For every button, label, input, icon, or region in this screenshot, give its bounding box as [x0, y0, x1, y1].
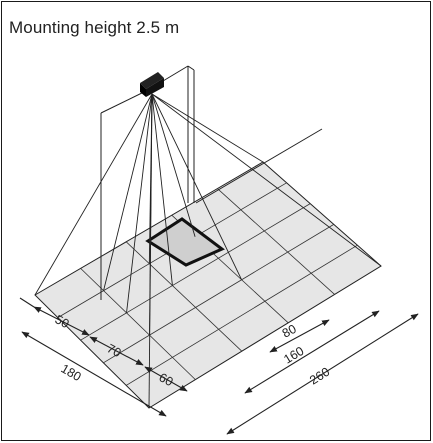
dim-label-180: 180	[59, 361, 84, 384]
floor-grid-line	[80, 268, 196, 380]
dim-label-70: 70	[105, 341, 124, 360]
dim-label-50: 50	[53, 312, 72, 331]
floor-area	[34, 161, 382, 409]
dim-label-260: 260	[307, 365, 332, 388]
mounting-height-title: Mounting height 2.5 m	[9, 18, 180, 37]
detection-ray	[126, 93, 153, 313]
detection-ray	[149, 93, 153, 336]
sensor-icon	[140, 72, 164, 97]
dim-label-60: 60	[157, 370, 176, 389]
floor-grid	[34, 161, 382, 409]
detection-ray	[34, 93, 153, 296]
detection-ray	[151, 93, 264, 163]
detection-ray	[151, 93, 243, 280]
detection-rays	[34, 93, 382, 409]
detection-ray	[151, 93, 173, 286]
dim-label-160: 160	[281, 344, 306, 367]
floor-grid-line	[125, 241, 243, 352]
dim-label-80: 80	[280, 322, 299, 341]
detection-ray	[151, 93, 196, 237]
floor-grid-line	[217, 188, 335, 295]
dimension-arrows	[19, 297, 419, 435]
detection-ray	[151, 93, 382, 267]
detection-ray	[103, 93, 153, 291]
floor-grid-line	[80, 203, 311, 341]
